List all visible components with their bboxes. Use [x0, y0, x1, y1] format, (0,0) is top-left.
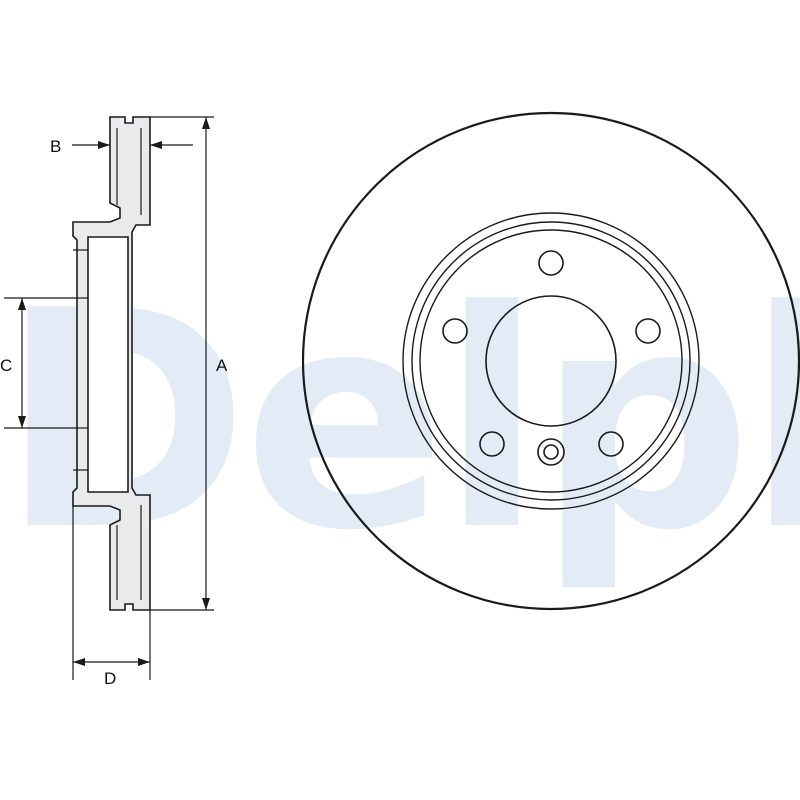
bolt-hole — [538, 250, 564, 276]
hat-inner-ring — [411, 221, 691, 501]
front-view — [301, 111, 800, 611]
center-bore — [485, 295, 617, 427]
bolt-hole — [442, 318, 468, 344]
disc-outer-edge — [301, 111, 800, 611]
dimension-arrows — [18, 117, 210, 666]
bolt-hole — [635, 318, 661, 344]
hat-face — [419, 229, 683, 493]
side-view — [72, 116, 151, 611]
dimension-label-c: C — [0, 356, 12, 375]
dimension-label-a: A — [216, 356, 228, 375]
hat-outer-ring — [402, 212, 700, 510]
center-pin-hole-outer — [537, 438, 565, 466]
dimension-label-d: D — [104, 669, 116, 688]
dimension-label-b: B — [50, 137, 61, 156]
dimension-lines — [4, 116, 214, 680]
center-pin-hole-inner — [543, 444, 559, 460]
bolt-hole — [479, 431, 505, 457]
hat-section — [87, 236, 129, 493]
bolt-hole — [598, 431, 624, 457]
